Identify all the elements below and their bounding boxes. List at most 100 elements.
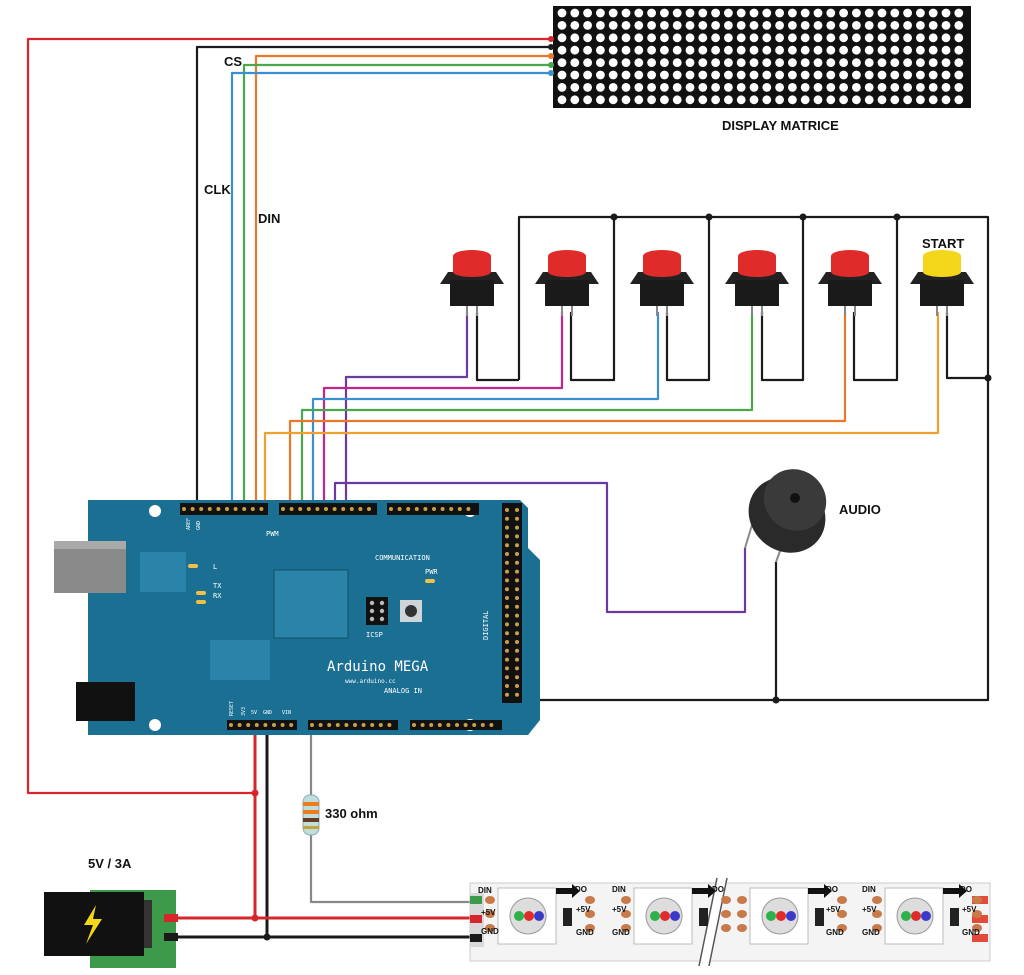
gnd-bottom-label: GND [263,710,272,716]
matrix-led [685,45,695,55]
matrix-led [852,8,861,18]
matrix-led [762,33,772,43]
strip-pin-label: DIN [478,886,492,895]
matrix-led [711,83,720,92]
matrix-led [583,8,592,18]
matrix-led [800,33,810,43]
matrix-led [941,21,951,30]
matrix-led [634,70,644,80]
led-tx-label: TX [213,582,222,590]
matrix-led [749,95,759,105]
matrix-led [724,45,733,55]
matrix-led [583,70,592,80]
matrix-led [583,45,592,55]
matrix-led [916,95,925,105]
strip-pin-label: +5V [612,905,627,914]
matrix-led [954,33,964,43]
usb-port [54,541,126,593]
matrix-led [608,58,618,67]
matrix-led [826,45,836,55]
matrix-led [660,95,669,105]
matrix-led [570,58,580,67]
strip-pin-label: +5V [576,905,591,914]
matrix-led [672,45,682,55]
pwr-led-label: PWR [425,568,438,576]
matrix-led [736,8,746,18]
matrix-led [864,45,874,55]
strip-pin-label: +5V [481,908,496,917]
matrix-led [557,83,567,92]
matrix-led [928,95,938,105]
matrix-led [557,21,567,30]
matrix-led [557,70,567,80]
matrix-led [634,33,644,43]
matrix-led [711,33,720,43]
strip-pin-label: +5V [862,905,877,914]
matrix-led [698,95,708,105]
matrix-led [852,58,861,67]
matrix-led [570,95,580,105]
matrix-led [839,83,848,92]
strip-pin-label: DO [712,885,724,894]
din-label: DIN [258,211,280,226]
matrix-led [890,33,900,43]
matrix-led [698,58,708,67]
led-l-label: L [213,563,217,571]
strip-pin-label: GND [576,928,594,937]
matrix-led [762,83,772,92]
matrix-led [916,33,925,43]
wire-5v-power [178,728,257,920]
matrix-led [916,45,925,55]
matrix-led [724,21,733,30]
matrix-led [813,21,823,30]
matrix-led [596,83,605,92]
arduino-mega-board [54,500,540,735]
board-name: Arduino MEGA [327,659,429,675]
matrix-led [724,33,733,43]
matrix-led [916,21,925,30]
matrix-led [864,33,874,43]
strip-pin-label: GND [612,928,630,937]
matrix-led [890,45,900,55]
matrix-led [596,21,605,30]
matrix-led [941,70,951,80]
matrix-led [903,45,912,55]
matrix-led [608,70,618,80]
matrix-led [890,58,900,67]
strip-pin-label: +5V [826,905,841,914]
matrix-led [557,8,567,18]
matrix-led [672,83,682,92]
matrix-led [634,95,644,105]
matrix-led [839,95,848,105]
resistor-label: 330 ohm [325,806,378,821]
matrix-led [596,33,605,43]
matrix-led [570,83,580,92]
push-buttons [440,250,974,316]
matrix-led [647,95,656,105]
matrix-led [647,21,656,30]
matrix-led [954,45,964,55]
matrix-led [608,33,618,43]
matrix-led [749,21,759,30]
matrix-led [621,58,631,67]
matrix-led [775,33,784,43]
matrix-led [775,45,784,55]
matrix-led [903,8,912,18]
matrix-led [775,8,784,18]
matrix-led [698,83,708,92]
matrix-led [788,58,797,67]
matrix-pins [548,36,554,76]
matrix-led [800,58,810,67]
matrix-led [877,8,887,18]
matrix-led [903,58,912,67]
matrix-led [583,95,592,105]
matrix-led [608,95,618,105]
matrix-led [570,45,580,55]
matrix-led [660,33,669,43]
matrix-led [954,8,964,18]
strip-pin-label: GND [481,927,499,936]
matrix-led [813,33,823,43]
matrix-led [647,33,656,43]
matrix-led [954,95,964,105]
audio-label: AUDIO [839,502,881,517]
